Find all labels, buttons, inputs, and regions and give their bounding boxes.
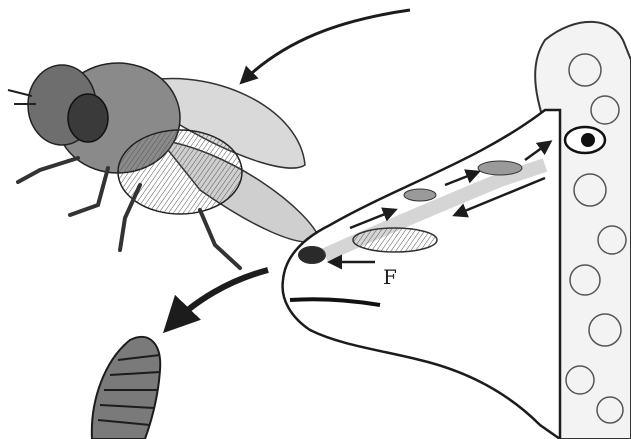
- nasal-larva-mid: [404, 189, 436, 201]
- fly-leg-mid: [70, 168, 108, 215]
- larva: [92, 337, 160, 439]
- fly-abdomen: [118, 130, 242, 214]
- fly-leg-rear: [200, 210, 240, 268]
- botfly-adult: [8, 63, 320, 268]
- fly-approach-arrow: [242, 10, 410, 82]
- larva-drop-arrow: [168, 270, 268, 328]
- nasal-larva-upper: [478, 161, 522, 175]
- sheep-nostril: [298, 246, 326, 264]
- label-f: F: [383, 265, 397, 289]
- sheep-face: [283, 110, 560, 439]
- fly-leg-front: [18, 158, 78, 182]
- sheep-head: [283, 22, 631, 439]
- nasal-larva-large: [353, 228, 437, 252]
- fly-eye: [68, 94, 108, 142]
